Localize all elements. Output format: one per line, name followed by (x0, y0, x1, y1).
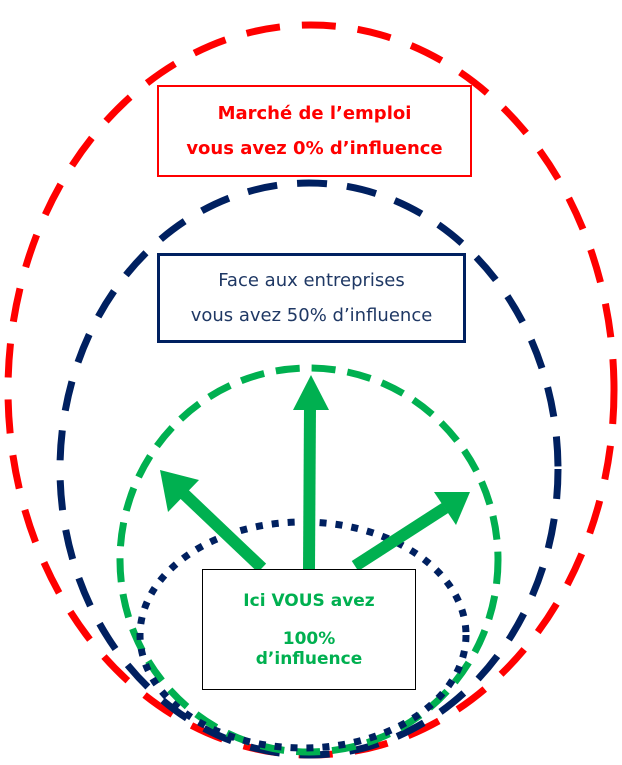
arrow-up (303, 404, 316, 571)
companies-label-box: Face aux entreprises vous avez 50% d’inf… (157, 253, 466, 343)
arrow-up-head (293, 375, 329, 410)
arrow-right (351, 502, 449, 572)
companies-influence: vous avez 50% d’influence (190, 305, 433, 326)
job-market-title: Marché de l’emploi (217, 103, 412, 124)
job-market-influence: vous avez 0% d’influence (186, 138, 443, 159)
you-circle (116, 364, 502, 756)
influence-arrows (160, 375, 470, 573)
arrow-right-head (434, 492, 470, 525)
you-title: Ici VOUS avez (243, 590, 375, 611)
you-influence: d’influence (255, 648, 363, 669)
job-market-label-box: Marché de l’emploi vous avez 0% d’influe… (157, 85, 472, 177)
you-label-box: Ici VOUS avez 100% d’influence (202, 569, 416, 690)
core-dotted-circle (136, 518, 470, 752)
you-percent: 100% (282, 628, 336, 649)
arrow-left (177, 487, 267, 573)
companies-title: Face aux entreprises (218, 270, 405, 291)
arrow-left-head (160, 470, 199, 512)
